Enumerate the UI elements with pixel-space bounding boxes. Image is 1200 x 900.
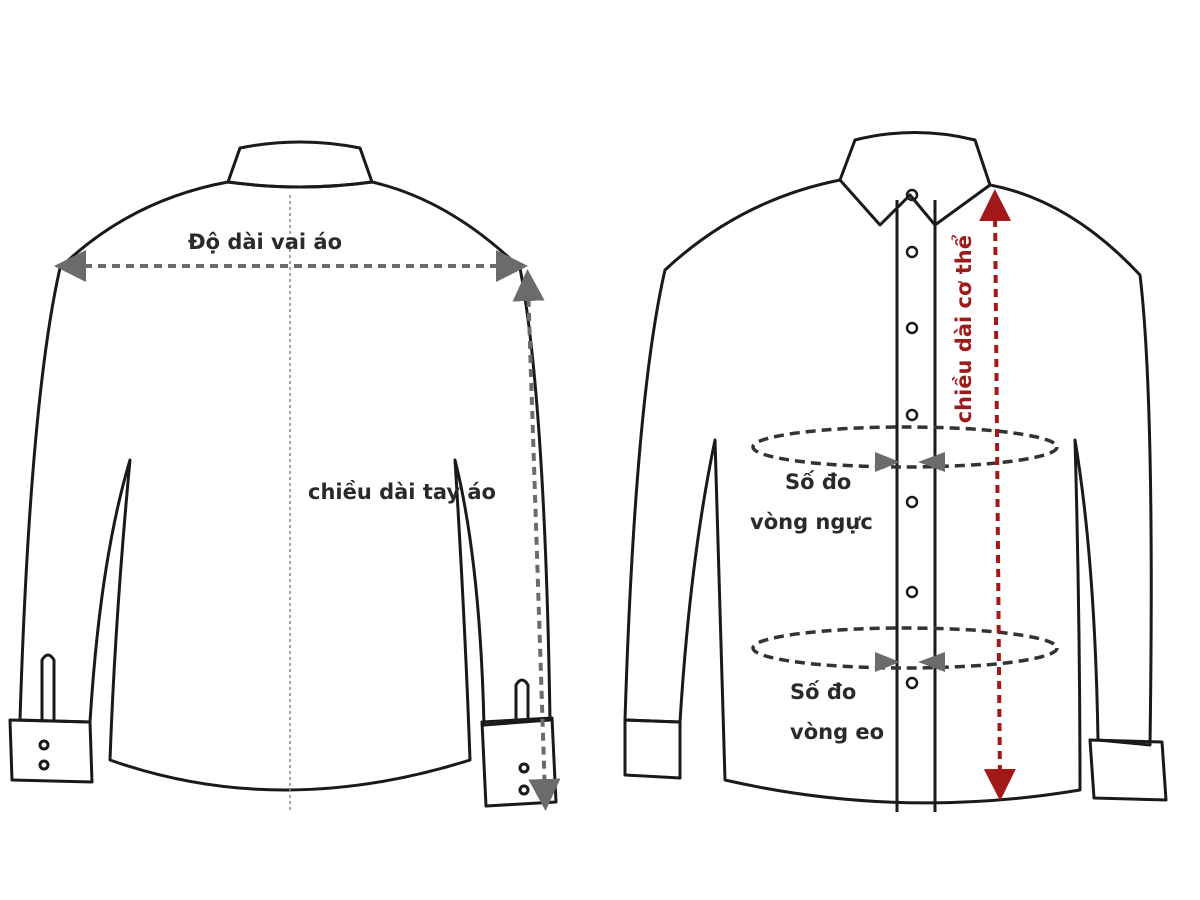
sleeve-length-label: chiều dài tay áo bbox=[308, 480, 496, 504]
chest-label-line2: vòng ngực bbox=[750, 510, 873, 534]
chest-label-line1: Số đo bbox=[785, 470, 852, 494]
front-right-cuff bbox=[1088, 738, 1168, 802]
body-length-arrow bbox=[979, 189, 1016, 801]
placket bbox=[895, 200, 937, 812]
front-shirt bbox=[623, 131, 1168, 812]
waist-label-line2: vòng eo bbox=[790, 720, 885, 744]
shoulder-length-label: Độ dài vai áo bbox=[188, 230, 343, 254]
sleeve-arrow bbox=[512, 269, 561, 811]
back-left-cuff bbox=[8, 718, 94, 784]
chest-arrows bbox=[875, 452, 945, 472]
chest-ellipse bbox=[751, 425, 1059, 469]
waist-ellipse bbox=[751, 626, 1059, 670]
back-collar bbox=[226, 140, 374, 189]
front-collar bbox=[838, 131, 992, 227]
measurement-lines bbox=[54, 189, 1059, 811]
waist-label-line1: Số đo bbox=[790, 680, 857, 704]
front-left-cuff bbox=[623, 718, 682, 780]
waist-arrows bbox=[875, 652, 945, 672]
front-body bbox=[623, 178, 1153, 805]
body-length-label: chiều dài cơ thể bbox=[951, 235, 976, 424]
